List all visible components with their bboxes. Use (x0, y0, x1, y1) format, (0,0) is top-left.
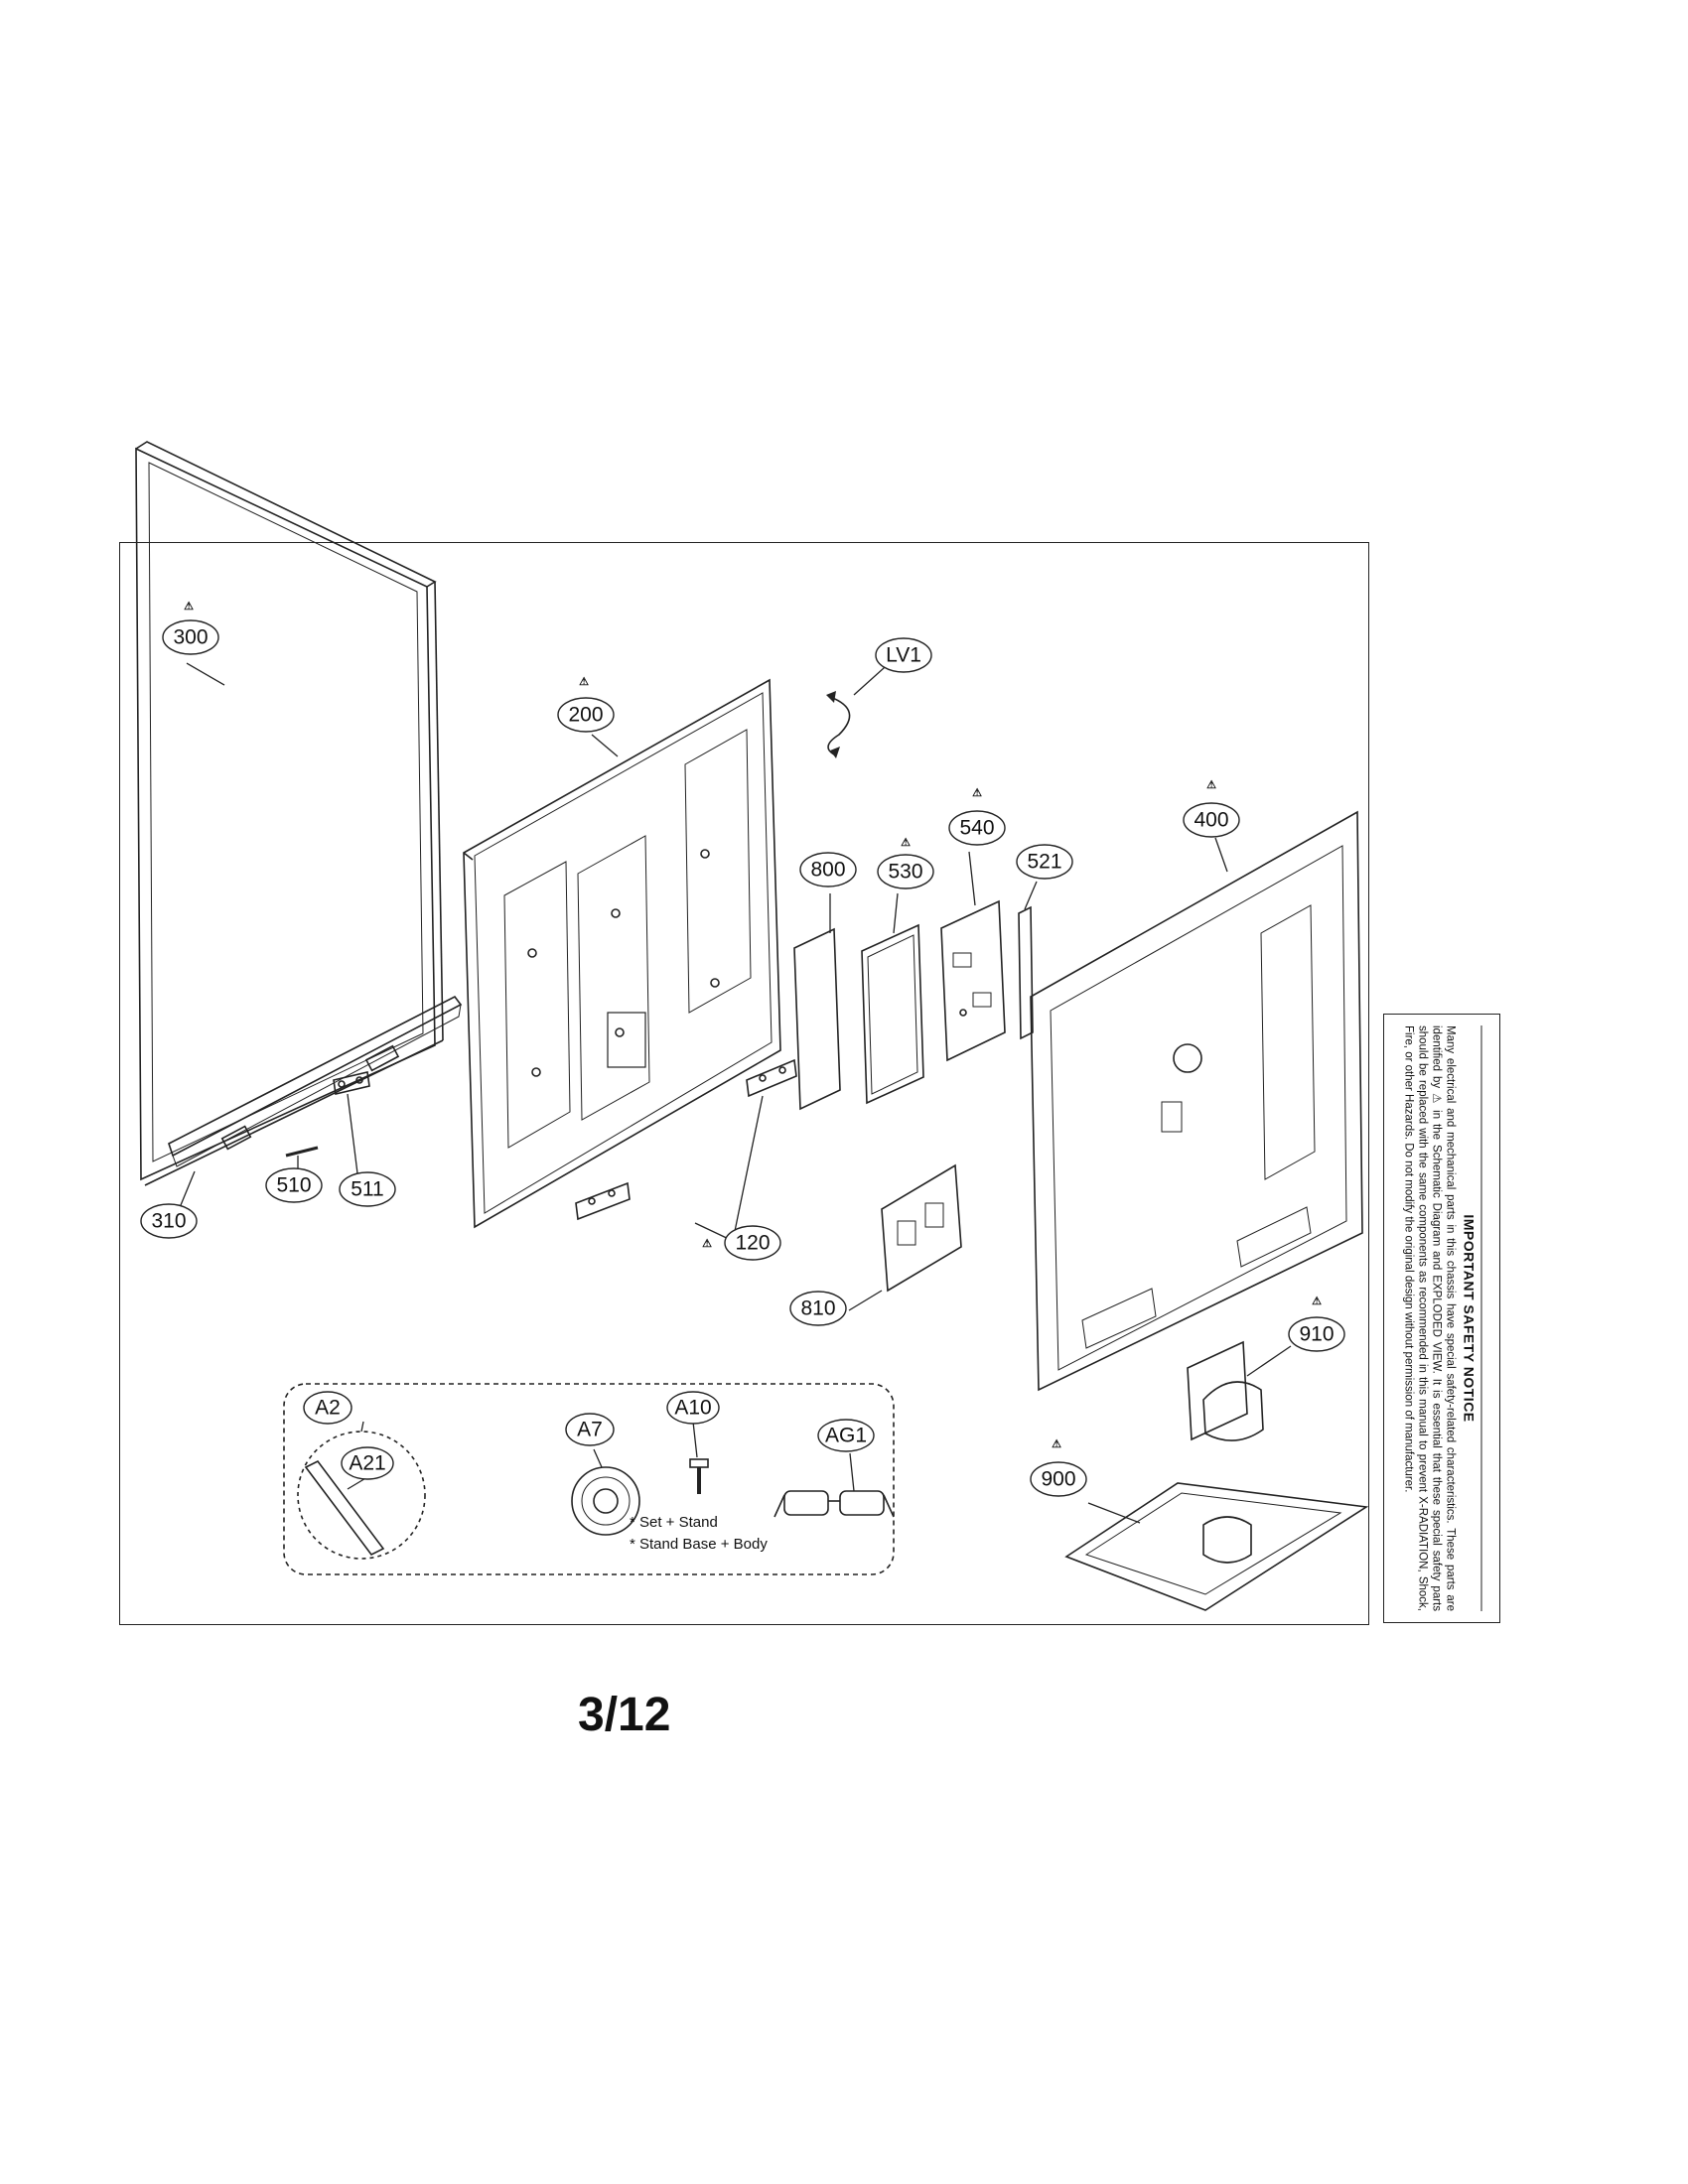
svg-text:810: 810 (800, 1297, 835, 1320)
callout-400: ⚠ 400 (1183, 779, 1240, 838)
part-900-stand-base (1064, 1482, 1369, 1611)
callout-510: 510 (265, 1167, 323, 1203)
svg-text:⚠: ⚠ (901, 837, 911, 849)
part-510 (285, 1146, 319, 1158)
callout-a7: A7 (565, 1413, 615, 1446)
callout-810: 810 (789, 1291, 847, 1326)
svg-text:200: 200 (568, 704, 603, 727)
part-800-shield (793, 927, 841, 1111)
svg-text:521: 521 (1027, 851, 1061, 874)
page-number: 3/12 (578, 1689, 671, 1741)
callout-ag1: AG1 (817, 1419, 875, 1452)
accessory-note-1: * Set + Stand (630, 1514, 718, 1531)
svg-text:300: 300 (173, 626, 208, 649)
part-120-speakers (575, 1058, 797, 1221)
exploded-view-frame (119, 542, 1369, 1625)
callout-521: 521 (1016, 844, 1073, 880)
svg-text:⚠: ⚠ (1312, 1296, 1322, 1307)
lv1-rotation-arrow (827, 696, 851, 755)
svg-text:⚠: ⚠ (972, 787, 982, 799)
svg-text:⚠: ⚠ (1206, 779, 1216, 791)
callouts: ⚠ 300 310 510 511 ⚠ 200 LV1 ⚠ 120 (140, 601, 1345, 1497)
svg-text:120: 120 (735, 1232, 770, 1255)
svg-text:A21: A21 (349, 1452, 385, 1475)
callout-310: 310 (140, 1203, 198, 1239)
part-a10-screw (689, 1458, 709, 1494)
safety-notice-title: IMPORTANT SAFETY NOTICE (1461, 1025, 1482, 1611)
callout-a10: A10 (666, 1391, 720, 1425)
callout-900: ⚠ 900 (1030, 1438, 1087, 1497)
callout-910: ⚠ 910 (1288, 1296, 1345, 1352)
svg-text:AG1: AG1 (825, 1425, 867, 1447)
callout-a2: A2 (303, 1391, 352, 1425)
svg-text:900: 900 (1041, 1468, 1075, 1491)
callout-540: ⚠ 540 (948, 787, 1006, 846)
svg-text:⚠: ⚠ (579, 676, 589, 688)
svg-text:A2: A2 (315, 1397, 341, 1420)
callout-lv1: LV1 (875, 637, 932, 673)
part-310-bottom-strip (168, 995, 463, 1167)
callout-530: ⚠ 530 (877, 837, 934, 889)
svg-text:⚠: ⚠ (702, 1238, 712, 1250)
svg-text:LV1: LV1 (886, 644, 921, 667)
svg-text:800: 800 (810, 859, 845, 882)
svg-text:511: 511 (351, 1178, 383, 1201)
svg-text:530: 530 (888, 861, 922, 884)
svg-text:310: 310 (151, 1210, 186, 1233)
a2-detail-circle (297, 1431, 426, 1560)
callout-200: ⚠ 200 (557, 676, 615, 733)
callout-a21: A21 (341, 1446, 394, 1480)
callout-800: 800 (799, 852, 857, 887)
callout-511: 511 (339, 1171, 396, 1207)
part-540-main-board (940, 899, 1006, 1062)
part-300-front-bezel (135, 441, 444, 1186)
part-521-side-board (1018, 905, 1034, 1040)
svg-text:400: 400 (1194, 809, 1228, 832)
part-a21 (304, 1459, 385, 1557)
part-ag1-glasses (774, 1490, 895, 1518)
part-200-lcd-module (463, 678, 781, 1229)
safety-notice-body: Many electrical and mechanical parts in … (1402, 1025, 1457, 1611)
part-511 (333, 1071, 370, 1095)
svg-text:A10: A10 (674, 1397, 711, 1420)
part-910-stand-neck (1187, 1340, 1264, 1441)
callout-120: ⚠ 120 (702, 1225, 781, 1261)
part-a7 (571, 1466, 640, 1536)
svg-text:510: 510 (276, 1174, 311, 1197)
safety-notice-box: IMPORTANT SAFETY NOTICE Many electrical … (1383, 1014, 1500, 1623)
svg-text:⚠: ⚠ (1052, 1438, 1061, 1450)
safety-notice-content: IMPORTANT SAFETY NOTICE Many electrical … (1402, 1025, 1482, 1611)
svg-text:910: 910 (1299, 1323, 1334, 1346)
part-530-power-board (861, 923, 924, 1105)
callout-300: ⚠ 300 (162, 601, 219, 655)
svg-text:A7: A7 (577, 1419, 603, 1441)
svg-text:⚠: ⚠ (184, 601, 194, 613)
accessory-box (283, 1383, 895, 1575)
accessory-note-2: * Stand Base + Body (630, 1536, 768, 1553)
part-400-rear-cover (1030, 810, 1363, 1392)
svg-text:540: 540 (959, 817, 994, 840)
part-810-bracket (881, 1163, 962, 1293)
